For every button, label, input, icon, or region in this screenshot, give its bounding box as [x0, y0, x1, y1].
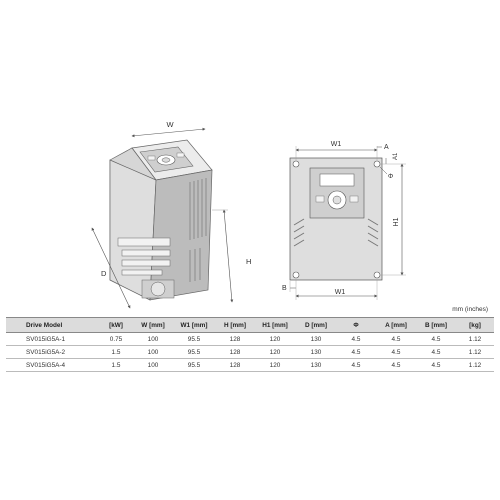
cell-w: 100 [134, 332, 172, 346]
cell-d: 130 [296, 332, 336, 346]
table-header-row: Drive Model [kW] W [mm] W1 [mm] H [mm] H… [6, 317, 494, 333]
label-a: A [384, 144, 389, 151]
col-header-phi: Φ [336, 317, 376, 333]
front-view: W1 A A1 Φ H1 B W1 [282, 141, 406, 300]
iso-fan [141, 279, 175, 299]
front-vents [293, 218, 379, 247]
col-header-b: B [mm] [416, 317, 456, 333]
cell-kw: 0.75 [98, 332, 134, 346]
table-row: SV015iG5A-4 1.5 100 95.5 128 120 130 4.5… [6, 358, 494, 372]
isometric-view: W D H [91, 120, 251, 309]
cell-b: 4.5 [416, 345, 456, 359]
iso-front-face [109, 159, 157, 301]
cell-phi: 4.5 [336, 358, 376, 372]
mounting-holes [292, 160, 381, 279]
label-a1: A1 [393, 152, 399, 160]
col-header-a: A [mm] [376, 317, 416, 333]
cell-b: 4.5 [416, 358, 456, 372]
label-h1: H1 [393, 217, 400, 226]
front-keypad [309, 167, 365, 219]
cell-d: 130 [296, 358, 336, 372]
cell-phi: 4.5 [336, 332, 376, 346]
cell-kw: 1.5 [98, 345, 134, 359]
cell-kw: 1.5 [98, 358, 134, 372]
cell-a: 4.5 [376, 332, 416, 346]
col-header-h: H [mm] [216, 317, 254, 333]
iso-side-vents [189, 178, 207, 282]
dim-line-h [222, 209, 234, 303]
cell-w: 100 [134, 358, 172, 372]
cell-h1: 120 [254, 332, 296, 346]
cell-model: SV015iG5A-2 [6, 345, 98, 359]
dimension-drawings: W D H [91, 120, 406, 309]
col-header-w1: W1 [mm] [172, 317, 216, 333]
label-b: B [282, 285, 287, 292]
col-header-drive-model: Drive Model [6, 317, 98, 333]
unit-note: mm (inches) [452, 306, 488, 313]
cell-h1: 120 [254, 345, 296, 359]
cell-h: 128 [216, 345, 254, 359]
cell-phi: 4.5 [336, 345, 376, 359]
label-w1-bottom: W1 [335, 289, 346, 296]
cell-kg: 1.12 [456, 358, 494, 372]
cell-a: 4.5 [376, 345, 416, 359]
iso-keypad [139, 146, 194, 173]
label-w1-top: W1 [331, 141, 342, 148]
label-phi: Φ [388, 173, 393, 180]
cell-h1: 120 [254, 358, 296, 372]
cell-w: 100 [134, 345, 172, 359]
cell-w1: 95.5 [172, 332, 216, 346]
cell-model: SV015iG5A-4 [6, 358, 98, 372]
col-header-kg: [kg] [456, 317, 494, 333]
col-header-w: W [mm] [134, 317, 172, 333]
cell-model: SV015iG5A-1 [6, 332, 98, 346]
cell-w1: 95.5 [172, 345, 216, 359]
cell-b: 4.5 [416, 332, 456, 346]
table-row: SV015iG5A-1 0.75 100 95.5 128 120 130 4.… [6, 332, 494, 346]
label-w: W [166, 120, 174, 129]
label-h: H [246, 257, 251, 266]
cell-h: 128 [216, 358, 254, 372]
dim-line-d [91, 227, 131, 309]
dimensions-table: Drive Model [kW] W [mm] W1 [mm] H [mm] H… [6, 317, 494, 372]
cell-w1: 95.5 [172, 358, 216, 372]
dim-line-w [131, 127, 206, 138]
cell-d: 130 [296, 345, 336, 359]
cell-a: 4.5 [376, 358, 416, 372]
cell-kg: 1.12 [456, 332, 494, 346]
cell-h: 128 [216, 332, 254, 346]
label-d: D [101, 269, 107, 278]
col-header-h1: H1 [mm] [254, 317, 296, 333]
table-row: SV015iG5A-2 1.5 100 95.5 128 120 130 4.5… [6, 345, 494, 359]
col-header-kw: [kW] [98, 317, 134, 333]
cell-kg: 1.12 [456, 345, 494, 359]
col-header-d: D [mm] [296, 317, 336, 333]
